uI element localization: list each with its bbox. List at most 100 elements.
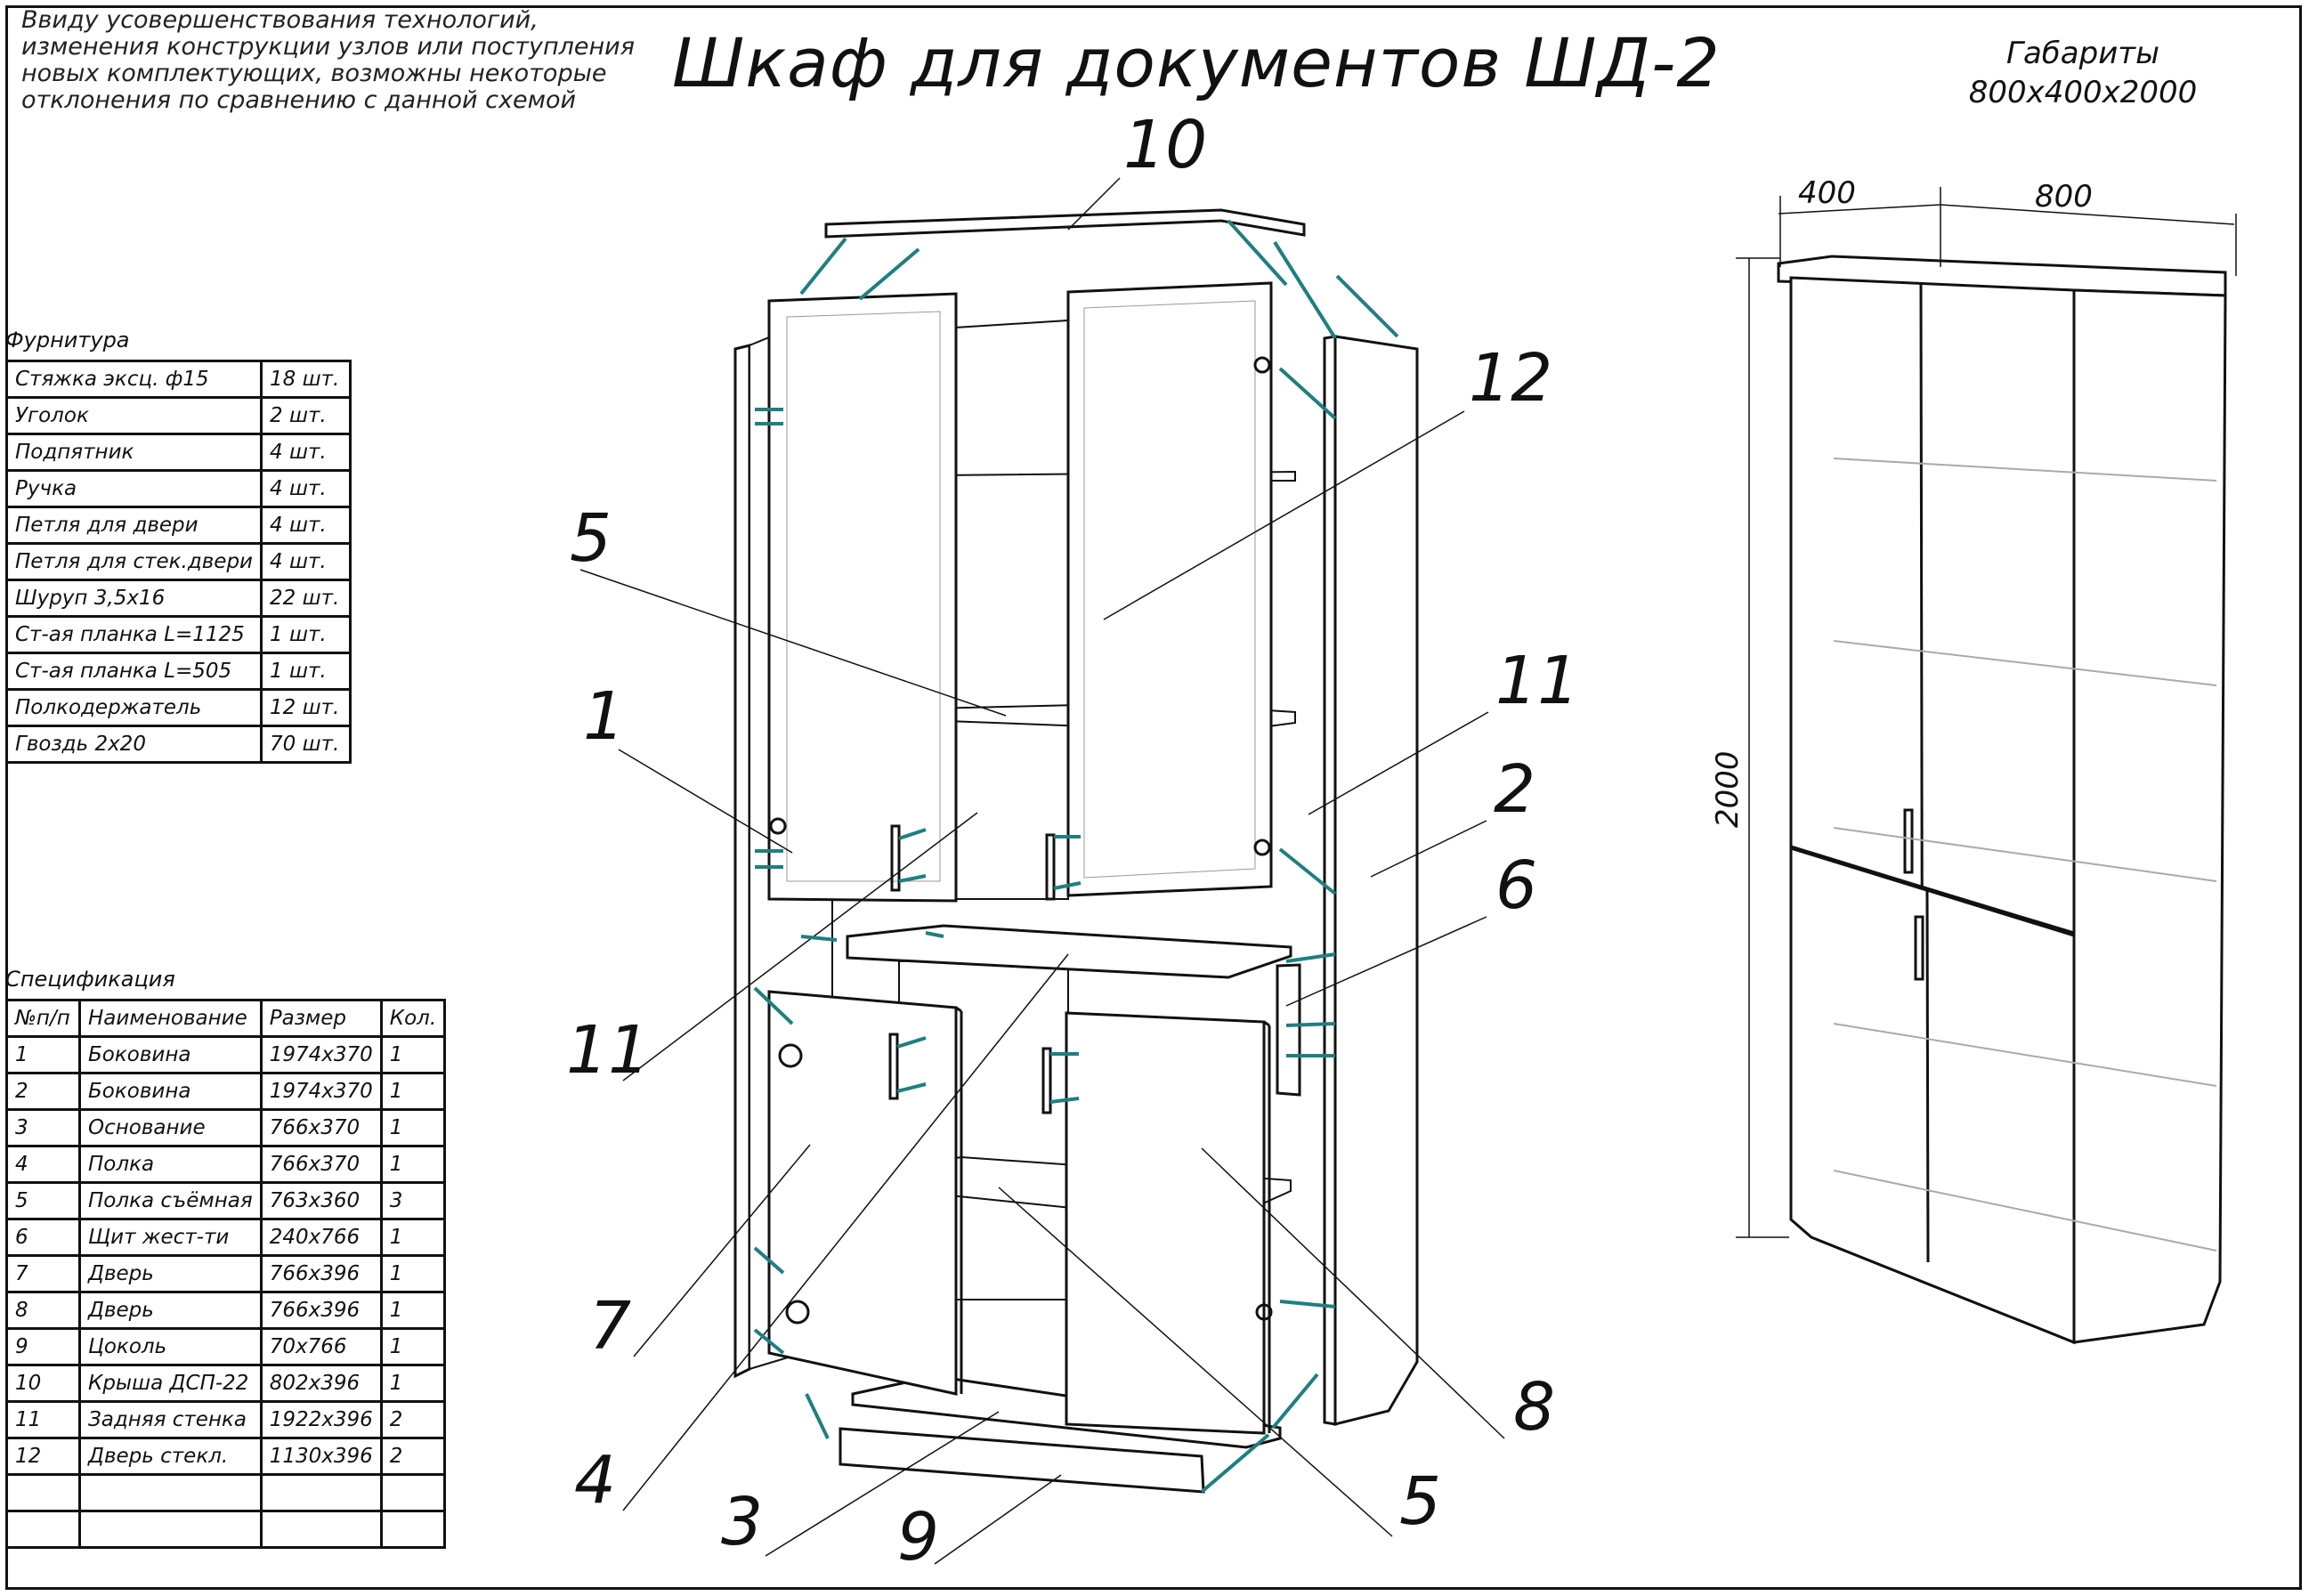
callout-10: 10 bbox=[1123, 107, 1207, 183]
assembly-connectors bbox=[753, 219, 1399, 1494]
glass-door-left bbox=[767, 292, 958, 903]
spec-cell bbox=[259, 1510, 383, 1549]
spec-cell: 1 bbox=[5, 1035, 81, 1074]
spec-header-cell: №п/п bbox=[5, 999, 81, 1038]
callout-5: 5 bbox=[1399, 1463, 1441, 1540]
hardware-name-cell: Подпятник bbox=[5, 433, 263, 472]
fixed-shelf bbox=[846, 924, 1292, 979]
spec-cell: 11 bbox=[5, 1400, 81, 1439]
callout-11: 11 bbox=[566, 1012, 650, 1089]
hardware-name-cell: Гвоздь 2х20 bbox=[5, 725, 263, 764]
spec-header-cell: Наименование bbox=[78, 999, 263, 1038]
spec-cell bbox=[78, 1473, 263, 1512]
hardware-qty-cell: 18 шт. bbox=[260, 360, 352, 399]
spec-cell: Щит жест-ти bbox=[78, 1218, 263, 1257]
spec-cell: 766х396 bbox=[259, 1291, 383, 1330]
stiffener-panel bbox=[1276, 963, 1301, 1097]
door-left-edge bbox=[955, 1006, 962, 1013]
spec-cell: 1 bbox=[379, 1254, 447, 1293]
spec-cell: 1974х370 bbox=[259, 1035, 383, 1074]
handle-icon bbox=[1045, 833, 1056, 901]
right-side-panel bbox=[1333, 335, 1419, 1426]
hardware-caption: Фурнитура bbox=[5, 328, 130, 352]
right-side-panel-edge bbox=[1323, 335, 1337, 1426]
spec-header-cell: Размер bbox=[259, 999, 383, 1038]
door-right-edge bbox=[1263, 1020, 1270, 1027]
hardware-qty-cell: 70 шт. bbox=[260, 725, 352, 764]
drawing-sheet bbox=[5, 5, 2302, 1590]
callout-6: 6 bbox=[1495, 847, 1537, 924]
spec-cell: Полка bbox=[78, 1145, 263, 1184]
hinge-icon bbox=[1253, 356, 1271, 374]
spec-cell: 9 bbox=[5, 1327, 81, 1366]
hardware-name-cell: Ручка bbox=[5, 469, 263, 508]
door-right bbox=[1065, 1011, 1266, 1435]
spec-caption: Спецификация bbox=[5, 967, 175, 992]
hardware-name-cell: Уголок bbox=[5, 396, 263, 435]
spec-cell: Дверь стекл. bbox=[78, 1437, 263, 1476]
hardware-name-cell: Петля для двери bbox=[5, 506, 263, 545]
dimension-depth: 400 bbox=[1798, 175, 1856, 211]
hinge-icon bbox=[1255, 1303, 1273, 1321]
spec-cell: Полка съёмная bbox=[78, 1181, 263, 1220]
leader-lines bbox=[579, 177, 1505, 1565]
plinth-panel bbox=[839, 1427, 1205, 1494]
spec-cell: 12 bbox=[5, 1437, 81, 1476]
hinge-icon bbox=[1253, 839, 1271, 856]
spec-cell: 3 bbox=[5, 1108, 81, 1147]
callout-2: 2 bbox=[1494, 751, 1535, 828]
dimension-width: 800 bbox=[2035, 179, 2093, 215]
spec-cell: 4 bbox=[5, 1145, 81, 1184]
hinge-icon bbox=[769, 817, 787, 835]
hardware-qty-cell: 1 шт. bbox=[260, 615, 352, 654]
handle-icon bbox=[1041, 1047, 1052, 1114]
spec-cell: 766х370 bbox=[259, 1108, 383, 1147]
left-side-panel bbox=[733, 344, 751, 1379]
spec-cell: 70х766 bbox=[259, 1327, 383, 1366]
spec-cell: 802х396 bbox=[259, 1364, 383, 1403]
spec-cell: 763х360 bbox=[259, 1181, 383, 1220]
spec-cell: 1 bbox=[379, 1218, 447, 1257]
dimension-height: 2000 bbox=[1710, 750, 1746, 828]
door-left bbox=[767, 990, 958, 1396]
spec-cell: 1 bbox=[379, 1072, 447, 1111]
hardware-qty-cell: 4 шт. bbox=[260, 433, 352, 472]
spec-cell: 1974х370 bbox=[259, 1072, 383, 1111]
callout-9: 9 bbox=[897, 1499, 939, 1576]
spec-cell: Крыша ДСП-22 bbox=[78, 1364, 263, 1403]
spec-cell: Основание bbox=[78, 1108, 263, 1147]
spec-cell: 1130х396 bbox=[259, 1437, 383, 1476]
glass-door-right bbox=[1066, 281, 1273, 897]
callout-8: 8 bbox=[1513, 1369, 1555, 1446]
spec-cell: Задняя стенка bbox=[78, 1400, 263, 1439]
glass-door-right-inner bbox=[1083, 300, 1256, 879]
dimensions-caption: Габариты bbox=[2006, 36, 2159, 71]
hardware-qty-cell: 12 шт. bbox=[260, 688, 352, 727]
dimension-lines bbox=[1736, 187, 2237, 1238]
spec-cell: 1 bbox=[379, 1364, 447, 1403]
hardware-name-cell: Стяжка эксц. ф15 bbox=[5, 360, 263, 399]
spec-cell bbox=[259, 1473, 383, 1512]
spec-cell: 766х370 bbox=[259, 1145, 383, 1184]
hardware-name-cell: Полкодержатель bbox=[5, 688, 263, 727]
spec-cell: Боковина bbox=[78, 1035, 263, 1074]
spec-cell: 6 bbox=[5, 1218, 81, 1257]
spec-row bbox=[5, 1473, 447, 1512]
spec-header-cell: Кол. bbox=[379, 999, 447, 1038]
